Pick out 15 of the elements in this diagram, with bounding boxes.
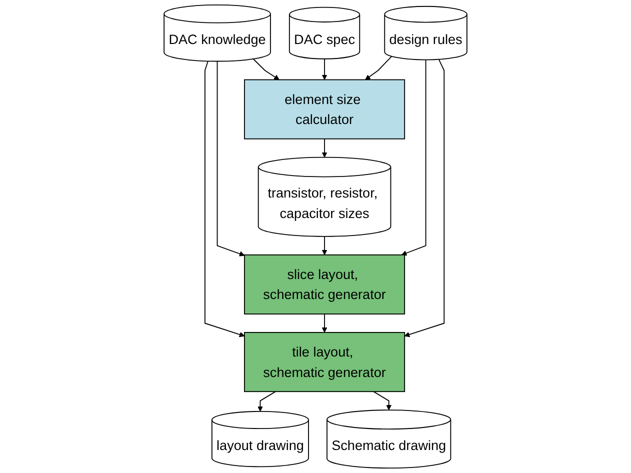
arrow [365,56,392,80]
arrow [204,60,245,338]
arrow [252,58,280,80]
arrow [258,391,276,412]
node-box: slice layout, schematic generator [244,254,406,314]
arrow [401,59,426,256]
arrow [404,58,445,338]
node-box: tile layout, schematic generator [244,332,406,392]
arrow [322,138,328,158]
arrow [216,60,245,256]
node-box: element size calculator [244,79,406,140]
arrow [373,391,392,410]
arrow [322,236,328,256]
arrow [322,58,328,80]
arrow [322,314,328,333]
